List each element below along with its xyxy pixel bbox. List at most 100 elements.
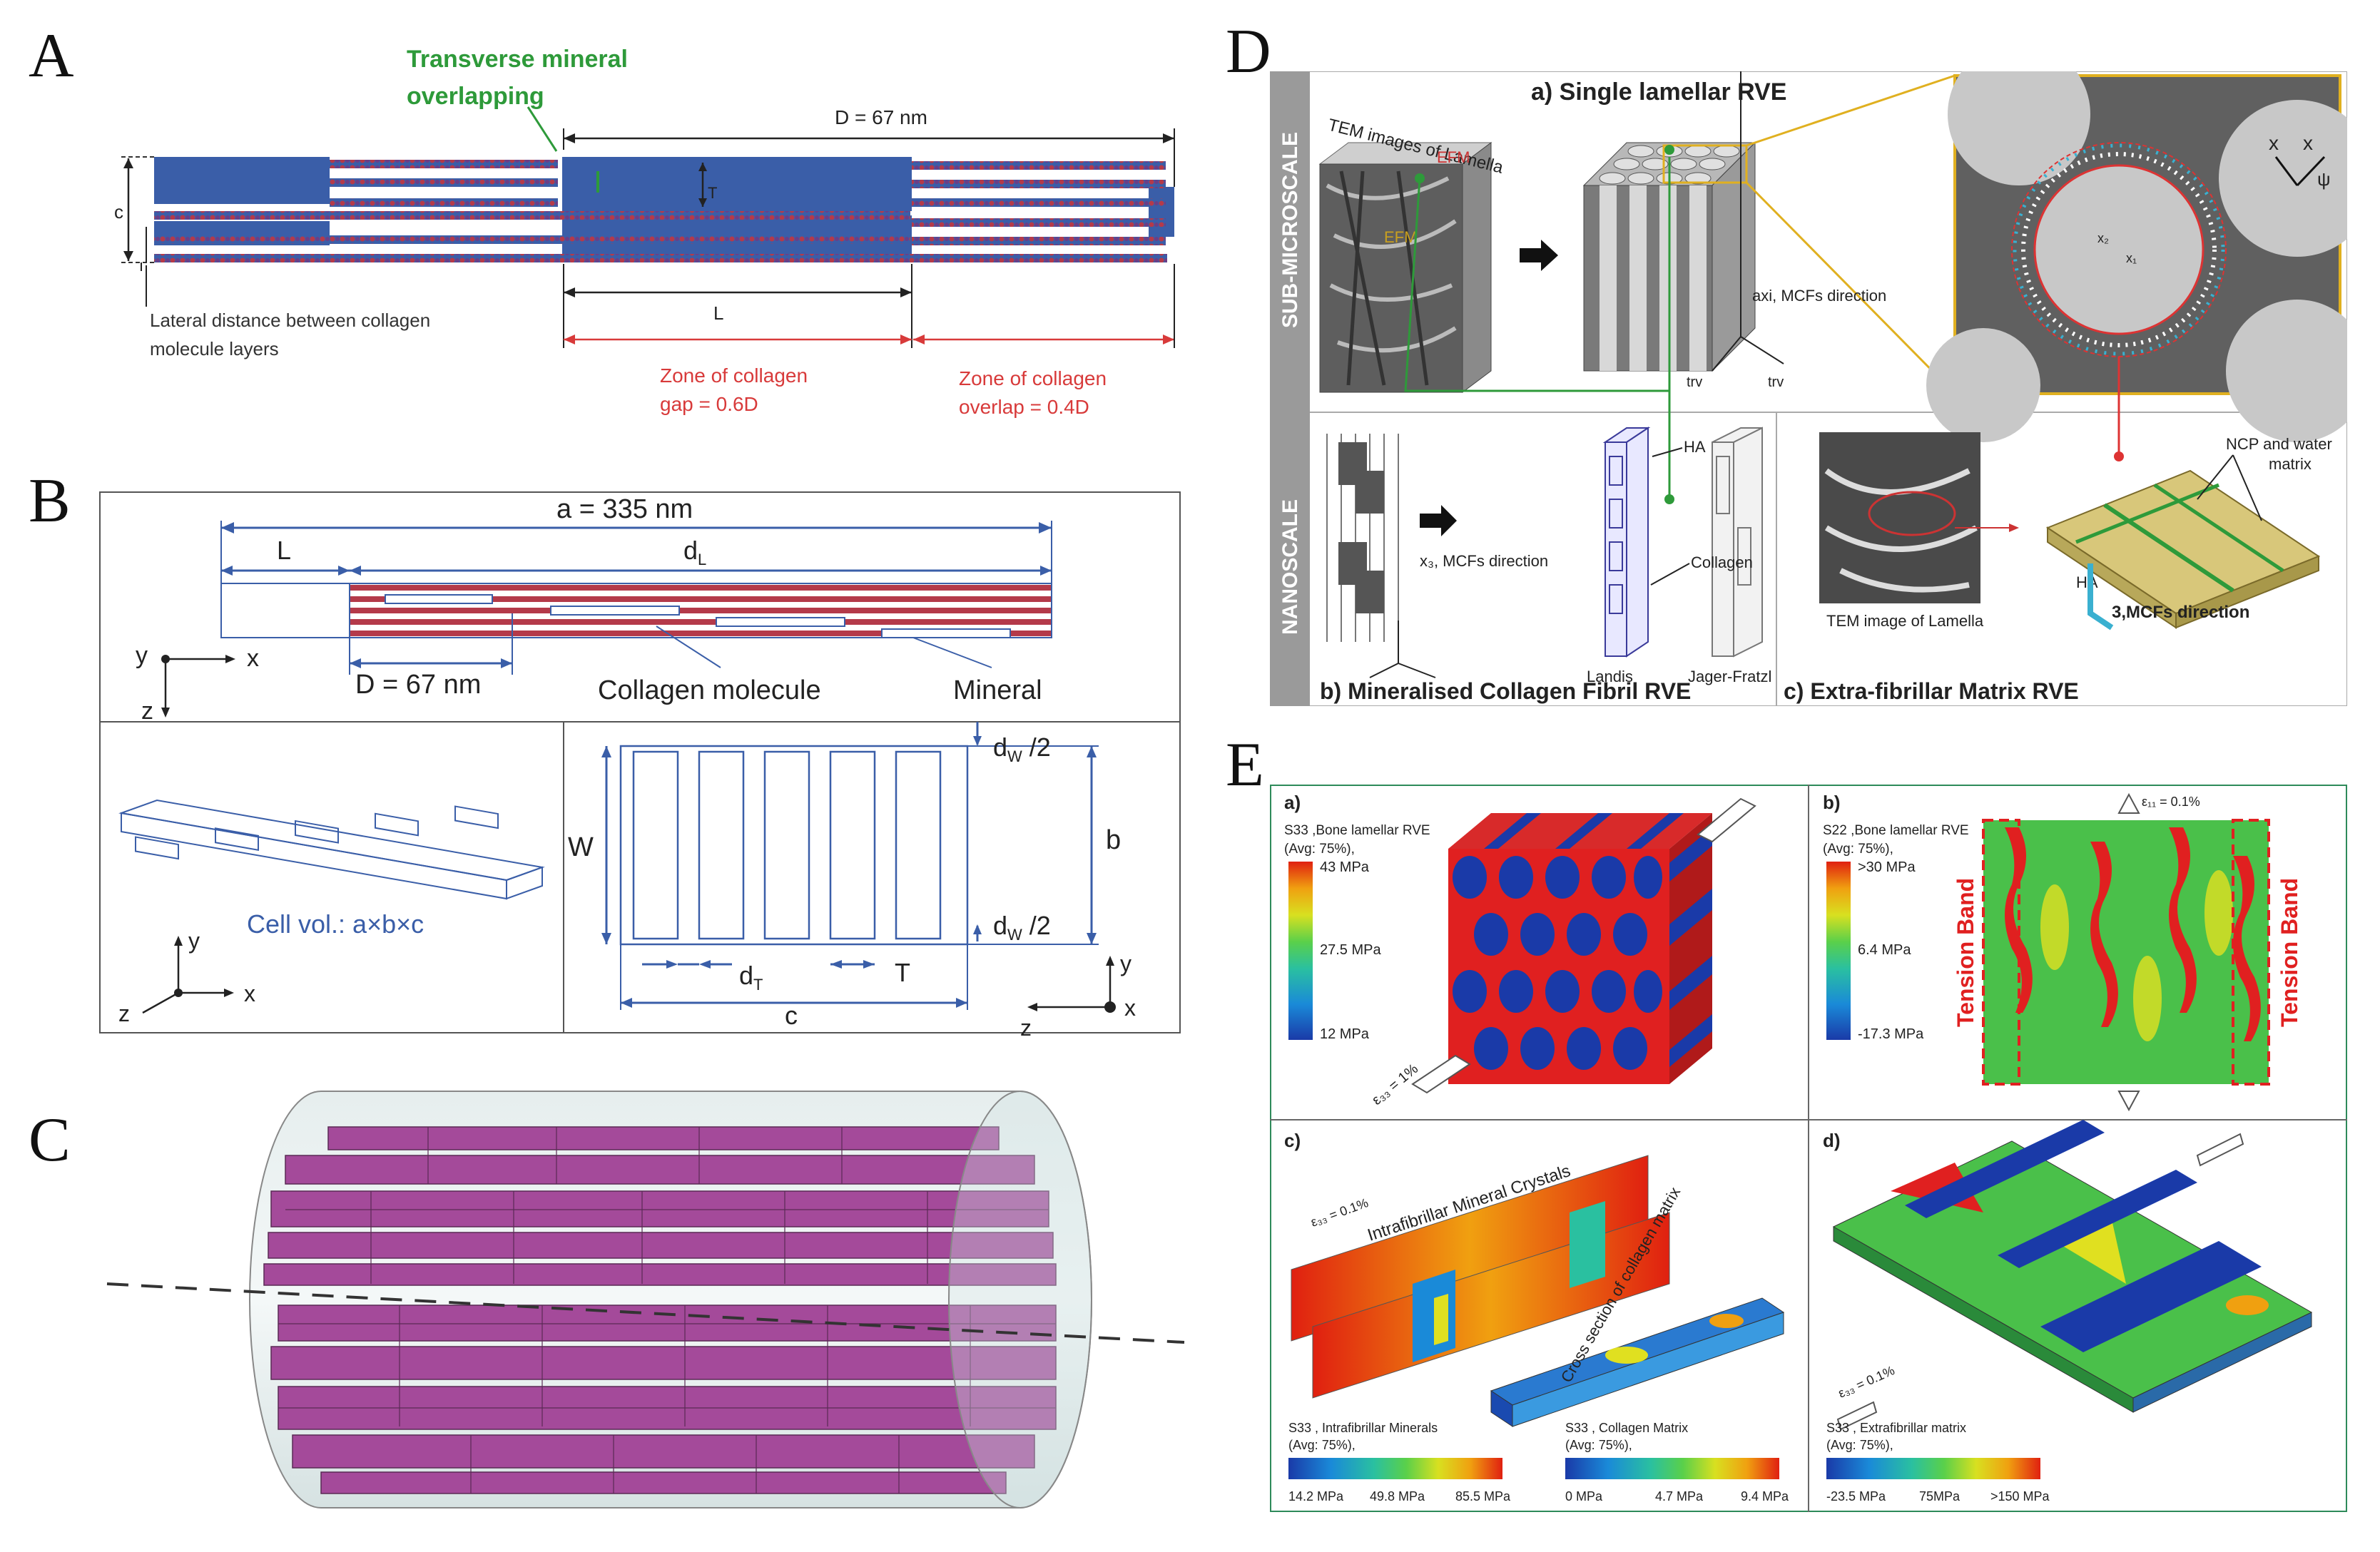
zoom-x2-label: x₂ <box>2097 231 2109 245</box>
mcf-platelets <box>1338 442 1384 613</box>
title-b: b) Mineralised Collagen Fibril RVE <box>1320 678 1691 704</box>
efm-label-2: EFM <box>1384 228 1417 246</box>
e-a-label: a) <box>1284 792 1301 813</box>
panel-letter-d: D <box>1226 17 1271 86</box>
axis2-z-label: z <box>1020 1015 1032 1041</box>
e-d-avg: (Avg: 75%), <box>1826 1438 1893 1452</box>
e-a-avg: (Avg: 75%), <box>1284 842 1355 857</box>
cell-volume-sketch <box>118 799 545 900</box>
e-c-mid2: 4.7 MPa <box>1655 1489 1704 1504</box>
psi-label: ψ <box>2317 168 2331 190</box>
t-dimension-label: T <box>708 184 717 202</box>
panel-d-diagram: SUB-MICROSCALE NANOSCALE a) Single lamel… <box>1270 71 2347 706</box>
efm-rve-block <box>2045 469 2321 629</box>
a-dimension-label: a = 335 nm <box>556 494 693 524</box>
ncp-label-2: matrix <box>2269 455 2312 473</box>
jager-label: Jager-Fratzl <box>1688 668 1771 685</box>
panel-letter-e: E <box>1226 730 1264 800</box>
e-c-mid1: 49.8 MPa <box>1370 1489 1425 1504</box>
l-dimension-label: L <box>713 302 723 324</box>
axis2-x-label: x <box>1124 995 1136 1021</box>
b-label: b <box>1106 825 1121 855</box>
e-d-colorbar <box>1826 1458 2040 1479</box>
e-b-hotspots <box>2005 827 2261 1041</box>
sub-microscale-label: SUB-MICROSCALE <box>1278 132 1302 328</box>
cross-section-sketch <box>619 745 969 946</box>
axis-y-label: y <box>136 642 148 669</box>
mineral-block <box>154 157 330 204</box>
transverse-label-2: overlapping <box>407 83 544 110</box>
c-dimension-label: c <box>114 201 123 223</box>
t-label: T <box>895 958 910 987</box>
axis3d-z-label: z <box>118 1001 130 1026</box>
panel-letter-a: A <box>29 21 74 91</box>
e-b-mid: 6.4 MPa <box>1858 942 1911 958</box>
panel-c-diagram <box>106 1091 1185 1508</box>
cell-volume-label: Cell vol.: a×b×c <box>247 909 424 939</box>
nanoscale-label: NANOSCALE <box>1278 499 1302 635</box>
gap-label-2: gap = 0.6D <box>660 393 758 415</box>
e-c-min1: 14.2 MPa <box>1288 1489 1344 1504</box>
zoom-x2-axis: x <box>2269 132 2279 154</box>
axis3d-x-label: x <box>244 981 255 1006</box>
dl-label: dL <box>683 536 706 568</box>
e-d-s: S33 , Extrafibrillar matrix <box>1826 1421 1966 1435</box>
axis-z-label: z <box>141 698 153 725</box>
collagen-molecules <box>154 160 1167 262</box>
e-b-max: >30 MPa <box>1858 859 1916 875</box>
dw-bottom-label: dW /2 <box>993 911 1051 944</box>
lateral-label-2: molecule layers <box>150 338 279 359</box>
e-b-avg: (Avg: 75%), <box>1823 842 1893 857</box>
trv-label-2: trv <box>1768 374 1784 390</box>
ha-label: HA <box>1684 438 1706 456</box>
axi-label: axi, MCFs direction <box>1752 287 1886 305</box>
e-c-label: c) <box>1284 1130 1301 1151</box>
landis-label: Landis <box>1587 668 1633 685</box>
e-b-eps: ε₁₁ = 0.1% <box>2142 795 2200 809</box>
tension-band-left: Tension Band <box>1953 878 1978 1027</box>
landis-model <box>1602 427 1651 658</box>
collagen-label: Collagen <box>1691 553 1753 571</box>
e-c-max2: 9.4 MPa <box>1741 1489 1789 1504</box>
trv-label-1: trv <box>1687 374 1702 390</box>
e-d-max: >150 MPa <box>1990 1489 2050 1504</box>
efm-label: EFM <box>1437 148 1470 166</box>
e-d-min: -23.5 MPa <box>1826 1489 1886 1504</box>
dt-label: dT <box>739 961 763 994</box>
mineral-label: Mineral <box>953 675 1042 705</box>
e-c-avg2: (Avg: 75%), <box>1565 1438 1632 1452</box>
ncp-label-1: NCP and water <box>2226 435 2332 453</box>
tem-image-label: TEM image of Lamella <box>1826 612 1984 630</box>
e-d-mid: 75MPa <box>1919 1489 1961 1504</box>
e-b-label: b) <box>1823 792 1841 813</box>
l-label: L <box>277 536 291 565</box>
panel-e-diagram: a) S33 ,Bone lamellar RVE (Avg: 75%), 43… <box>1270 785 2347 1512</box>
e-b-colorbar <box>1826 862 1851 1040</box>
overlap-label-2: overlap = 0.4D <box>959 396 1089 418</box>
e-b-s: S22 ,Bone lamellar RVE <box>1823 823 1969 838</box>
platelet-divisions <box>278 1127 1056 1494</box>
e-a-colorbar <box>1288 862 1313 1040</box>
e-c-min2: 0 MPa <box>1565 1489 1603 1504</box>
e-c-colorbar-1 <box>1288 1458 1502 1479</box>
transverse-label-1: Transverse mineral <box>407 46 628 73</box>
title-a: a) Single lamellar RVE <box>1531 78 1786 106</box>
fibril-axis <box>106 1282 1185 1344</box>
overlap-label-1: Zone of collagen <box>959 367 1107 389</box>
zoom-x1-axis: x <box>2303 132 2313 154</box>
e-a-cube <box>1411 797 1756 1094</box>
w-label: W <box>568 832 594 862</box>
axis3d-y-label: y <box>188 928 200 954</box>
e-c-max1: 85.5 MPa <box>1455 1489 1511 1504</box>
axis-x-label: x <box>247 645 259 672</box>
panel-a-diagram: c T D = 67 nm L Transverse mineral overl… <box>114 46 1175 418</box>
panel-letter-c: C <box>29 1106 71 1175</box>
lateral-label-1: Lateral distance between collagen <box>150 310 430 331</box>
e-c-avg1: (Avg: 75%), <box>1288 1438 1356 1452</box>
e-a-min: 12 MPa <box>1320 1026 1370 1042</box>
x3-mcf-label: x₃, MCFs direction <box>1420 552 1548 570</box>
lamella-zoom <box>1926 71 2347 442</box>
ha2-label: HA <box>2076 573 2098 591</box>
title-c: c) Extra-fibrillar Matrix RVE <box>1784 678 2079 704</box>
jager-model <box>1712 427 1763 658</box>
